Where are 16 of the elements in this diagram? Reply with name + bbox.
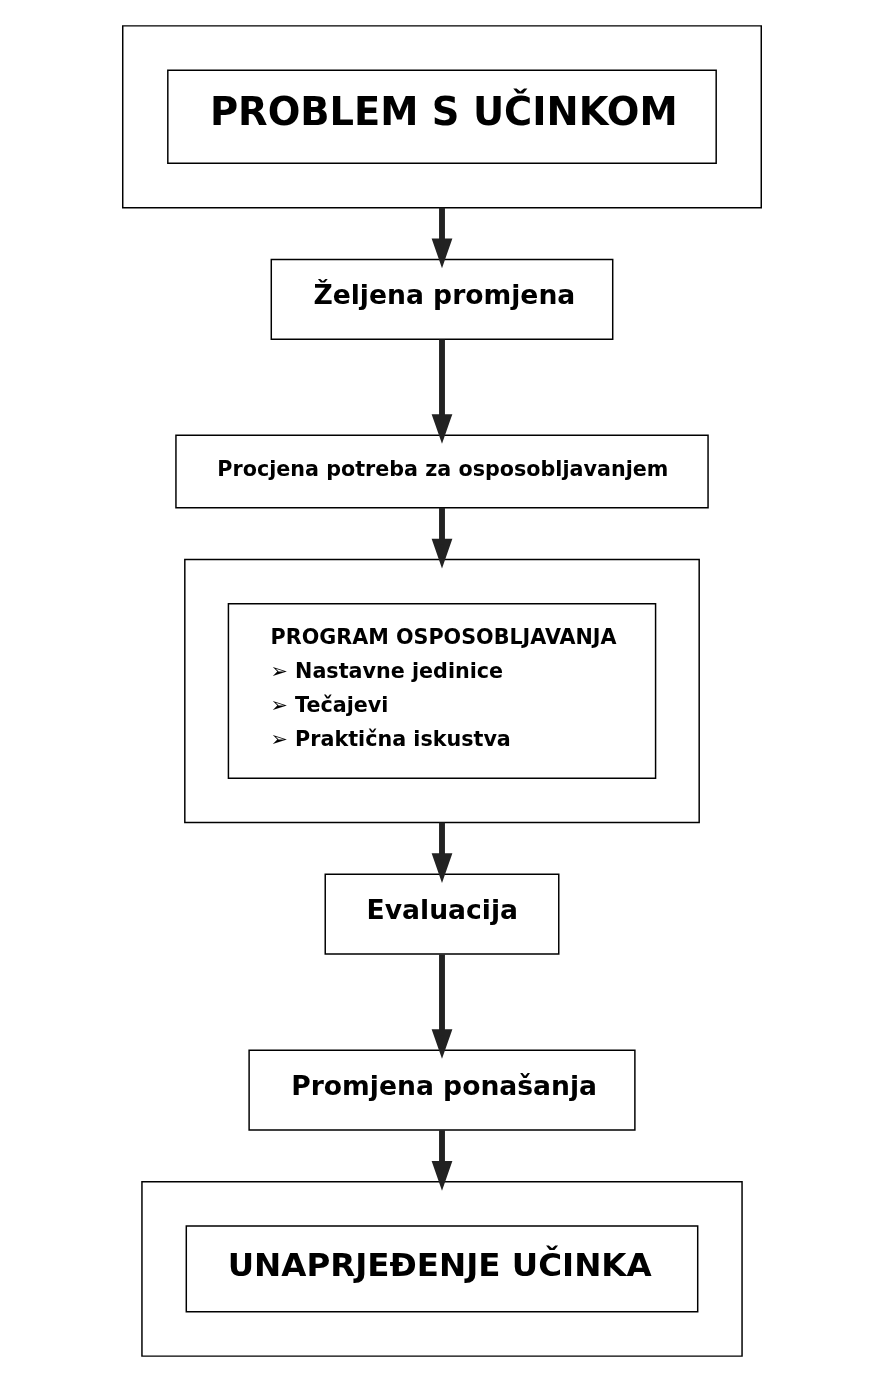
- arrow: [431, 339, 453, 444]
- node-box: Evaluacija: [324, 873, 560, 955]
- node-box: UNAPRJEĐENJE UČINKA: [185, 1225, 699, 1313]
- node-box: Promjena ponašanja: [248, 1049, 636, 1131]
- arrow: [431, 822, 453, 883]
- node-box: Željena promjena: [270, 258, 614, 340]
- arrow: [431, 207, 453, 269]
- arrow: [431, 954, 453, 1059]
- cluster: [122, 25, 762, 209]
- cluster: [184, 558, 700, 824]
- arrow: [431, 1130, 453, 1191]
- arrow: [431, 507, 453, 569]
- node-box: PROBLEM S UČINKOM: [167, 69, 717, 165]
- cluster: [141, 1181, 743, 1357]
- node-box: Procjena potreba za osposobljavanjem: [175, 434, 709, 509]
- node-box: PROGRAM OSPOSOBLJAVANJA ➢ Nastavne jedinice ➢ Tečajevi ➢ Praktična iskustva: [227, 603, 657, 779]
